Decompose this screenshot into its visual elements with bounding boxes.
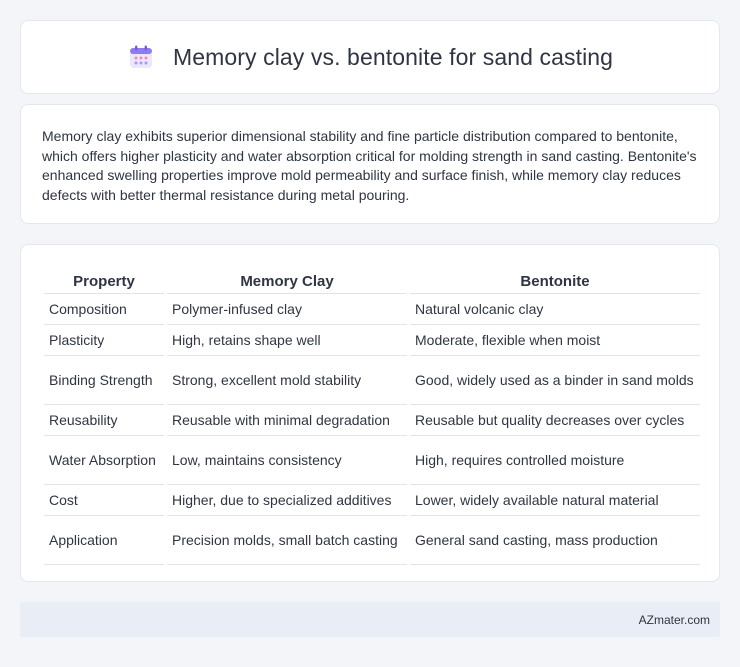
table-row: Binding Strength Strong, excellent mold … [44,356,700,405]
table-cell-property: Plasticity [44,325,164,356]
footer-site-name: AZmater.com [638,612,710,627]
table-row: Composition Polymer-infused clay Natural… [44,294,700,325]
table-cell-property: Cost [44,485,164,516]
calendar-icon [129,45,152,68]
table-cell-memory-clay: Precision molds, small batch casting [167,516,407,565]
table-cell-property: Binding Strength [44,356,164,405]
page-title: Memory clay vs. bentonite for sand casti… [172,43,614,70]
table-cell-memory-clay: Polymer-infused clay [167,294,407,325]
table-cell-bentonite: Natural volcanic clay [410,294,700,325]
table-cell-memory-clay: Low, maintains consistency [167,436,407,485]
title-row: Memory clay vs. bentonite for sand casti… [127,43,613,71]
table-cell-memory-clay: High, retains shape well [167,325,407,356]
comparison-table: Property Memory Clay Bentonite Compositi… [41,265,703,565]
table-header-row: Property Memory Clay Bentonite [44,265,700,294]
table-cell-memory-clay: Strong, excellent mold stability [167,356,407,405]
table-cell-property: Reusability [44,405,164,436]
table-cell-bentonite: High, requires controlled moisture [410,436,700,485]
table-row: Plasticity High, retains shape well Mode… [44,325,700,356]
column-header-memory-clay: Memory Clay [167,265,407,294]
table-cell-memory-clay: Higher, due to specialized additives [167,485,407,516]
footer: AZmater.com [20,602,720,637]
table-cell-property: Water Absorption [44,436,164,485]
table-row: Application Precision molds, small batch… [44,516,700,565]
comparison-card: Property Memory Clay Bentonite Compositi… [20,244,720,582]
table-cell-bentonite: Good, widely used as a binder in sand mo… [410,356,700,405]
title-card: Memory clay vs. bentonite for sand casti… [20,20,720,94]
column-header-bentonite: Bentonite [410,265,700,294]
table-row: Cost Higher, due to specialized additive… [44,485,700,516]
summary-text: Memory clay exhibits superior dimensiona… [42,128,697,203]
table-cell-memory-clay: Reusable with minimal degradation [167,405,407,436]
table-cell-property: Application [44,516,164,565]
column-header-property: Property [44,265,164,294]
table-cell-bentonite: General sand casting, mass production [410,516,700,565]
table-cell-bentonite: Moderate, flexible when moist [410,325,700,356]
table-row: Reusability Reusable with minimal degrad… [44,405,700,436]
table-cell-bentonite: Reusable but quality decreases over cycl… [410,405,700,436]
table-cell-property: Composition [44,294,164,325]
table-cell-bentonite: Lower, widely available natural material [410,485,700,516]
table-row: Water Absorption Low, maintains consiste… [44,436,700,485]
summary-card: Memory clay exhibits superior dimensiona… [20,104,720,224]
